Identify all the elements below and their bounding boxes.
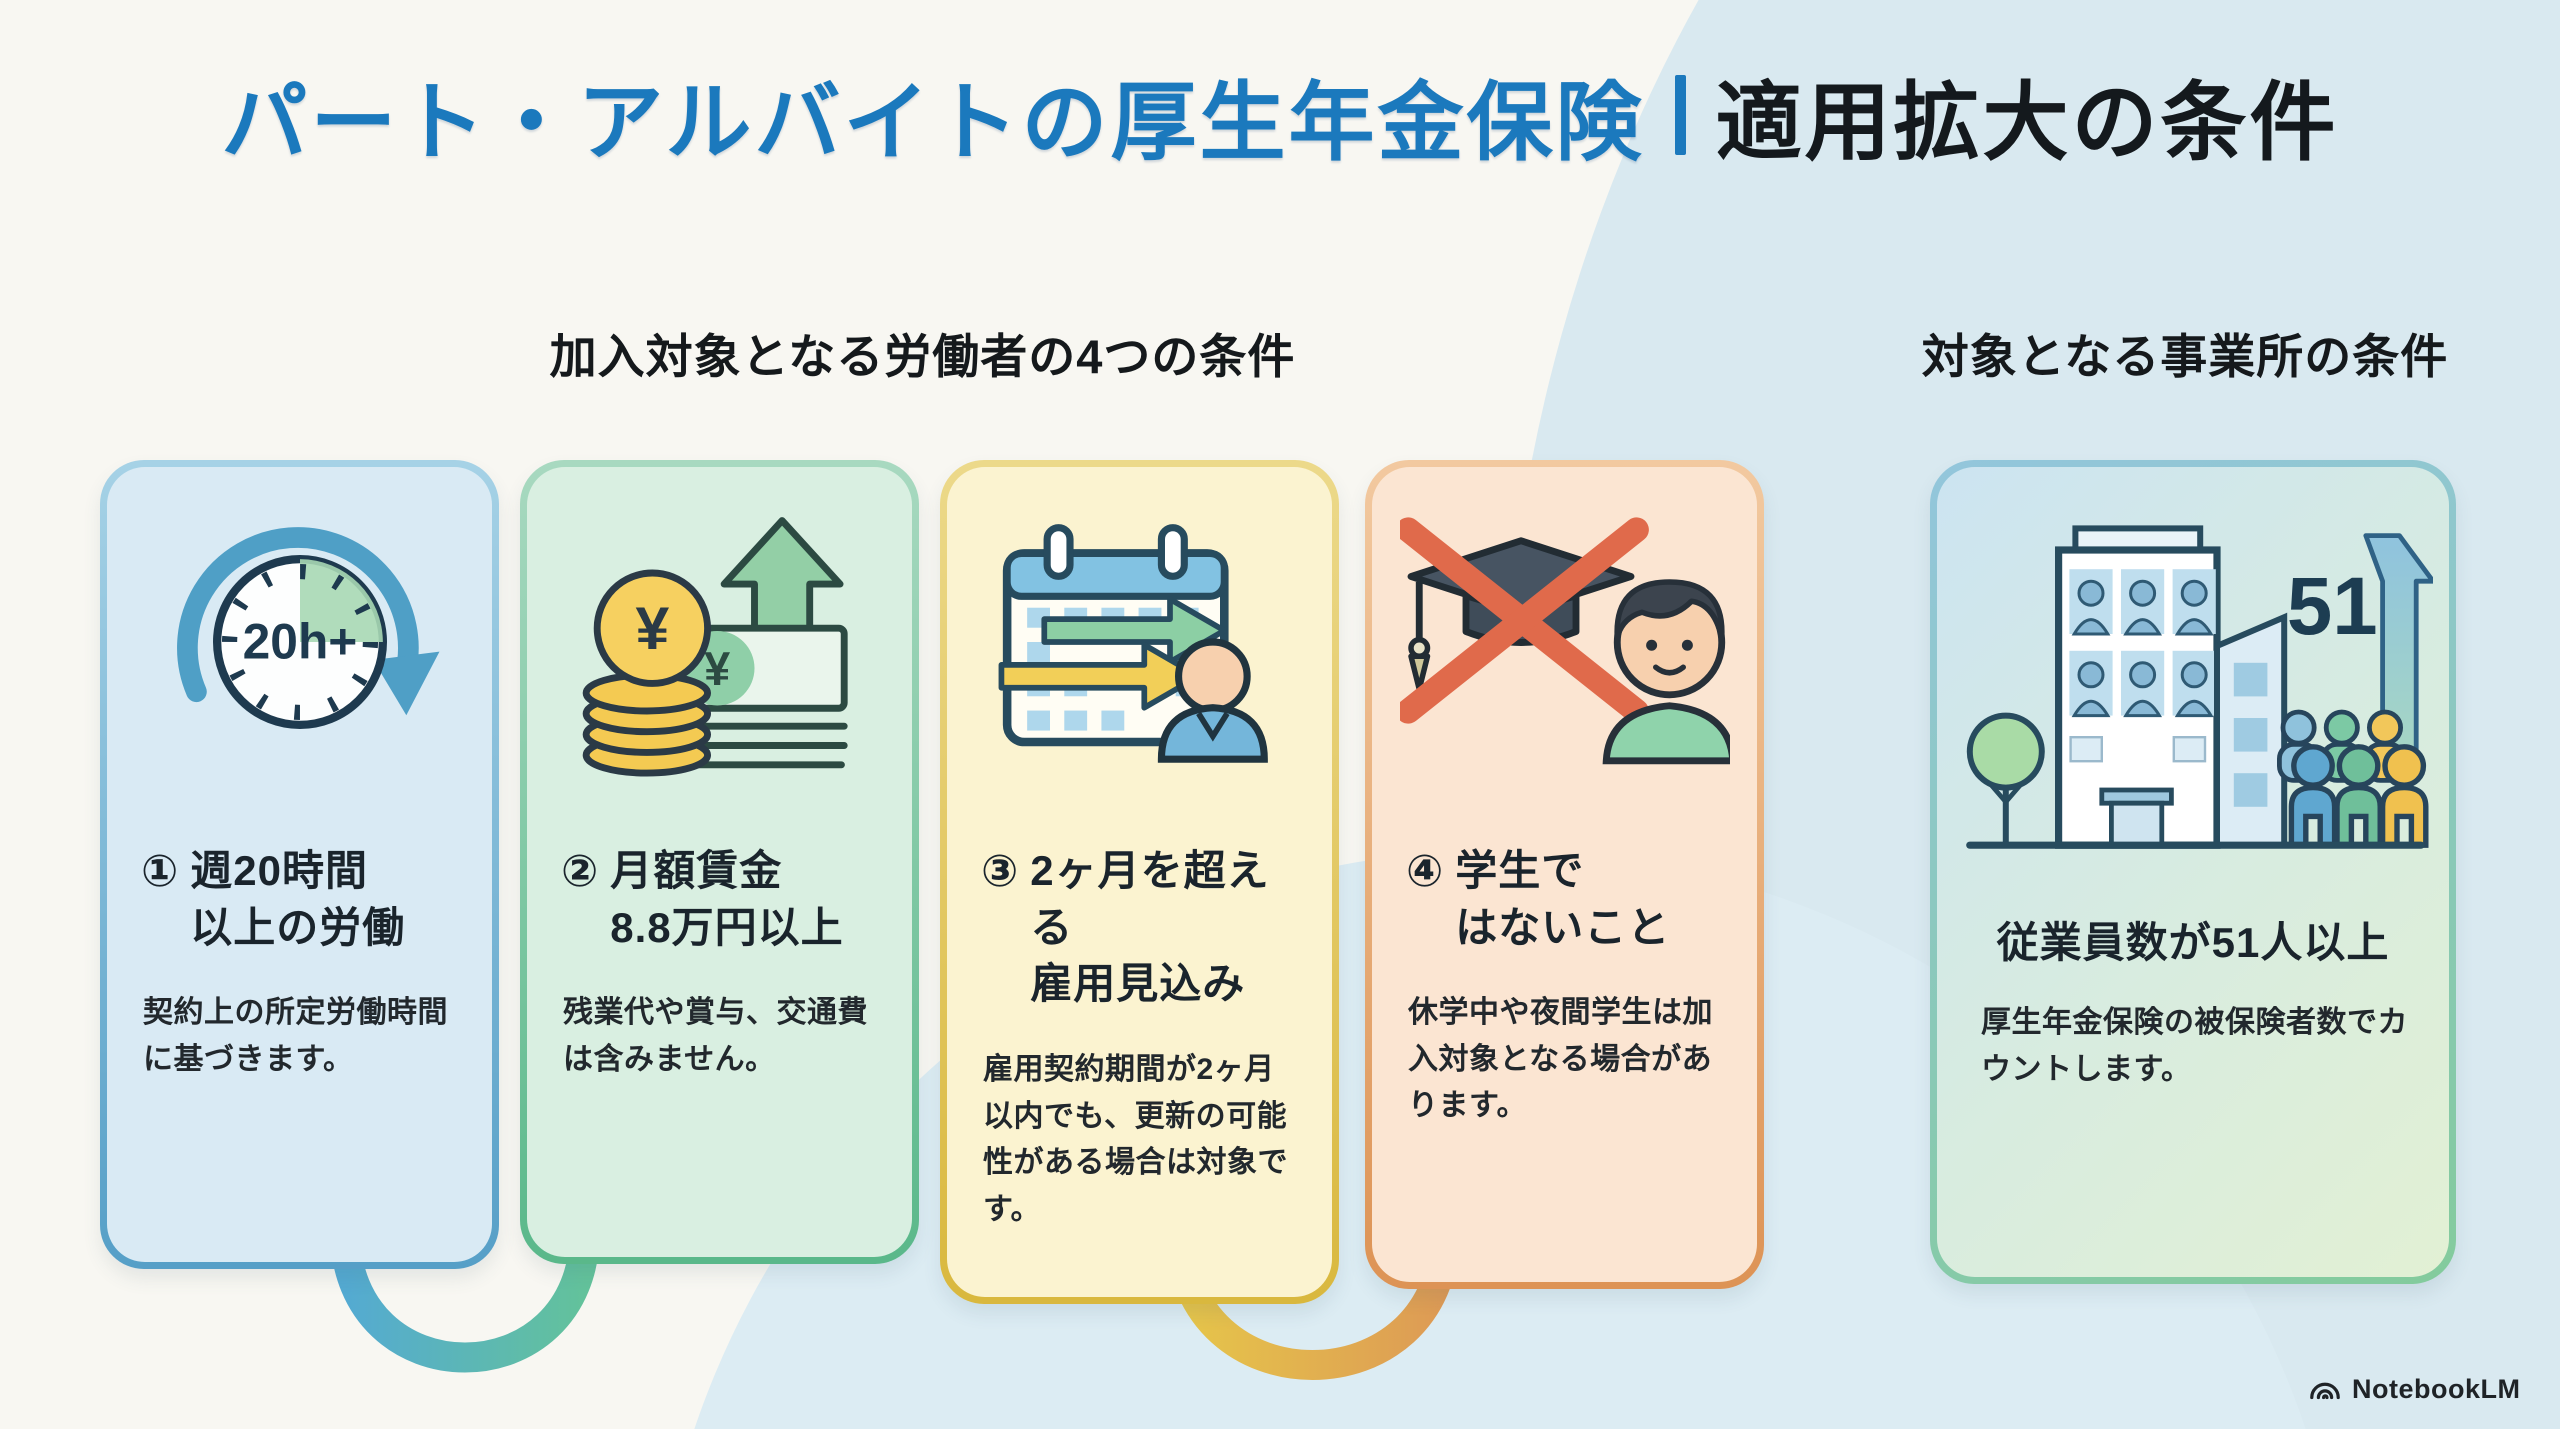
page-title-blue: パート・アルバイトの厚生年金保険 — [221, 75, 1645, 171]
cap-tassel — [1407, 653, 1430, 692]
clock-green-quarter — [299, 559, 383, 642]
notebooklm-logo-icon — [2310, 1382, 2340, 1400]
yellow-renewal-arrow — [998, 642, 1201, 711]
card-heading: ④ 学生ではないこと — [1372, 817, 1757, 956]
calendar-renewal-icon — [947, 467, 1332, 817]
yen-coins-icon-svg: ¥ ¥ — [582, 517, 848, 777]
clock-circular-arrow — [176, 527, 419, 703]
office-section-header: 対象となる事業所の条件 — [1921, 330, 2449, 383]
building-51-icon-svg: 51 — [1966, 525, 2433, 849]
card-heading: ② 月額賃金 8.8万円以上 — [527, 817, 912, 956]
clock-20h-icon: 20h+ — [107, 467, 492, 817]
red-cross-out — [1399, 516, 1649, 724]
card-number: ② — [561, 847, 599, 896]
student-hair — [1613, 578, 1725, 640]
card-number: ④ — [1406, 847, 1444, 896]
title-separator-bar — [1674, 74, 1686, 155]
building-windows-with-people — [2069, 569, 2216, 763]
page-title-dark: 適用拡大の条件 — [1715, 75, 2339, 171]
worker-figure — [1157, 638, 1268, 763]
heading-line2: 雇用見込み — [1030, 960, 1246, 1008]
condition-card-not-student: ④ 学生ではないこと 休学中や夜間学生は加入対象となる場合があります。 — [1365, 460, 1764, 1289]
workers-section-header: 加入対象となる労働者の4つの条件 — [549, 330, 1296, 383]
calendar-ring-right — [1157, 524, 1188, 580]
condition-card-employment-term: ③ 2ヶ月を超える雇用見込み 雇用契約期間が2ヶ月以内でも、更新の可能性がある場… — [940, 460, 1339, 1304]
heading-line1: 月額賃金 — [610, 847, 783, 894]
heading-line2: はないこと — [1455, 903, 1671, 951]
card-number: ③ — [981, 847, 1019, 896]
heading-line2: 8.8万円以上 — [610, 903, 844, 951]
student-figure — [1602, 578, 1730, 764]
card-body: 残業代や賞与、交通費は含みません。 — [563, 996, 868, 1076]
office-card-body: 厚生年金保険の被保険者数でカウントします。 — [1981, 1006, 2408, 1086]
page-title: パート・アルバイトの厚生年金保険 適用拡大の条件 — [0, 52, 2560, 177]
coin-yen-symbol: ¥ — [635, 594, 669, 662]
card-body: 契約上の所定労働時間に基づきます。 — [143, 996, 448, 1076]
clock-20h-icon-svg: 20h+ — [176, 527, 439, 729]
heading-line1: 2ヶ月を超える — [1030, 847, 1270, 951]
card-body: 雇用契約期間が2ヶ月以内でも、更新の可能性がある場合は対象です。 — [983, 1053, 1288, 1226]
card-number: ① — [141, 847, 179, 896]
notebooklm-label: NotebookLM — [2352, 1373, 2521, 1404]
office-building — [2055, 525, 2288, 849]
building-51-icon: 51 — [1937, 467, 2449, 897]
heading-line2: 以上の労働 — [190, 903, 406, 951]
entrance-door — [2109, 800, 2165, 848]
clock-tick-marks — [221, 563, 378, 721]
card-heading: ③ 2ヶ月を超える雇用見込み — [947, 817, 1332, 1013]
top-coin — [593, 569, 711, 687]
no-student-icon — [1372, 467, 1757, 817]
card-heading: ① 週20時間以上の労働 — [107, 817, 492, 956]
heading-line1: 学生で — [1455, 847, 1585, 894]
employee-count-label: 51 — [2287, 561, 2378, 652]
notebooklm-badge: NotebookLM — [2308, 1372, 2520, 1406]
coin-stack: ¥ — [582, 569, 711, 777]
tree — [1966, 712, 2045, 846]
banknote-yen-symbol: ¥ — [704, 643, 730, 695]
condition-card-weekly-hours: 20h+ ① 週20時間以上の労働 契約上の所定労働時間に基づきます。 — [100, 460, 499, 1269]
clock-label: 20h+ — [242, 614, 357, 670]
no-student-icon-svg — [1399, 516, 1730, 764]
calendar-renewal-icon-svg — [998, 524, 1268, 763]
student-shirt — [1602, 701, 1730, 764]
office-card-heading: 従業員数が51人以上 — [1996, 919, 2390, 966]
crowd-front-row — [2288, 744, 2429, 848]
heading-line1: 週20時間 — [190, 847, 368, 894]
yen-coins-icon: ¥ ¥ — [527, 467, 912, 817]
clock-arrowhead — [372, 651, 439, 716]
office-condition-card: 51 — [1930, 460, 2456, 1284]
calendar-ring-left — [1043, 524, 1074, 580]
condition-card-monthly-wage: ¥ ¥ ② 月額賃金 8.8万円以上 残業代や賞与、交通費は含みません。 — [520, 460, 919, 1264]
card-body: 休学中や夜間学生は加入対象となる場合があります。 — [1408, 996, 1713, 1123]
calendar-header — [1003, 549, 1228, 600]
connector-cards-1-2 — [330, 1215, 600, 1373]
